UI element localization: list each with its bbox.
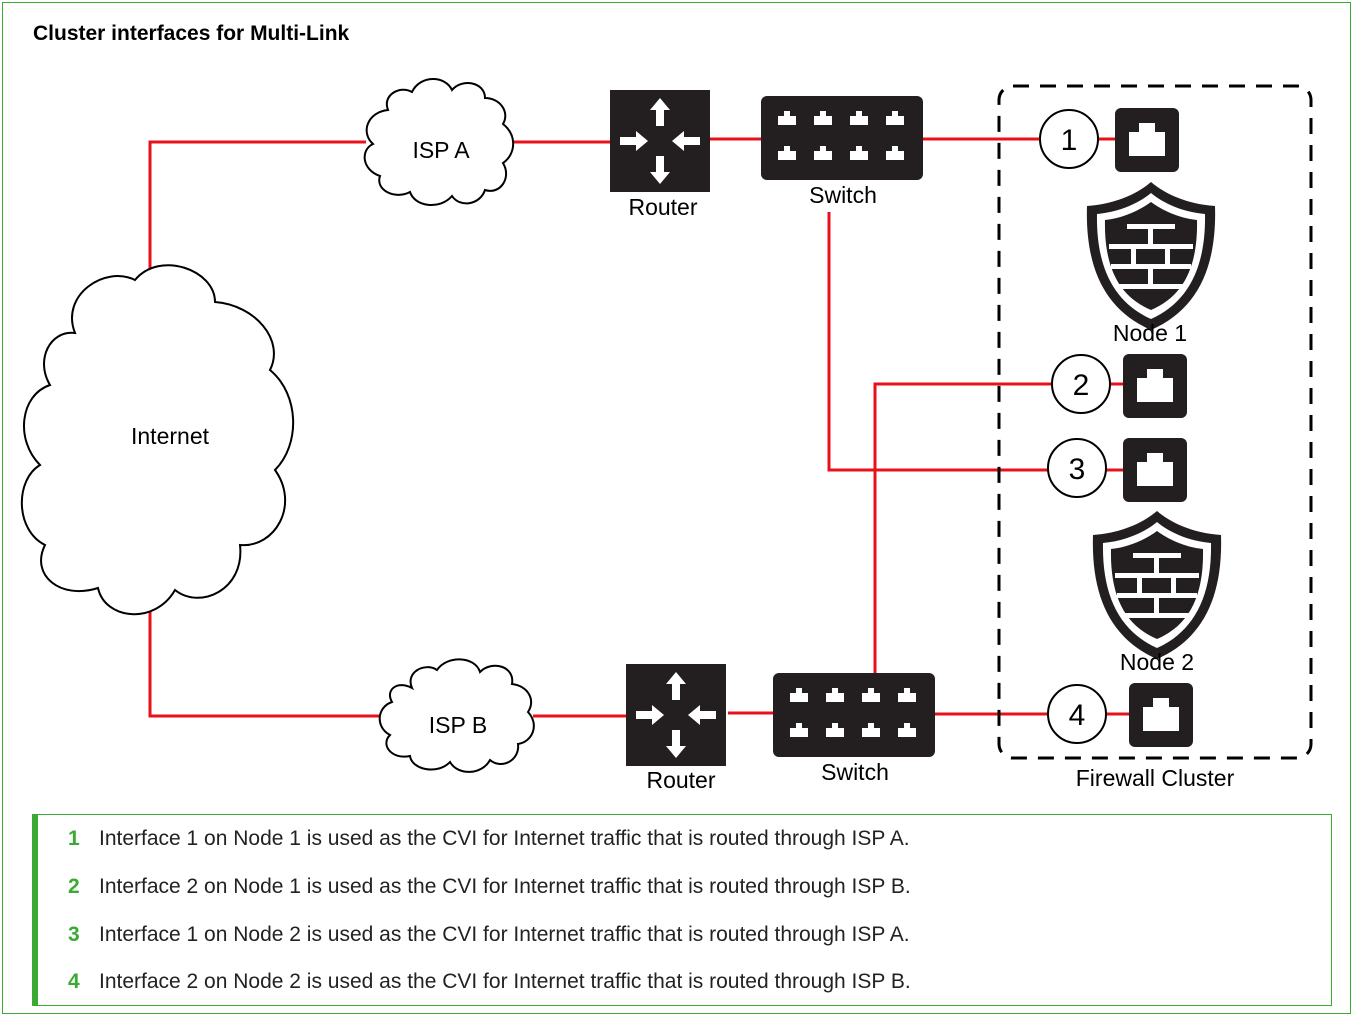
- interface-4-circle: [1047, 684, 1107, 744]
- legend-text: Interface 2 on Node 1 is used as the CVI…: [99, 875, 911, 898]
- firewall-cluster-label: Firewall Cluster: [1076, 765, 1235, 791]
- interface-3-circle: [1047, 438, 1107, 498]
- firewall-cluster-boundary: [997, 84, 1313, 760]
- ethernet-port-icon: [1123, 354, 1187, 418]
- isp-a-cloud-icon: [363, 78, 515, 206]
- legend-text: Interface 2 on Node 2 is used as the CVI…: [99, 970, 911, 993]
- isp-b-cloud-icon: [378, 658, 535, 773]
- internet-label: Internet: [131, 423, 210, 449]
- ethernet-port-icon: [1123, 438, 1187, 502]
- isp-a-label: ISP A: [412, 137, 470, 163]
- legend-number: 4: [68, 970, 80, 993]
- node-2-label: Node 2: [1120, 649, 1194, 675]
- ethernet-port-icon: [1129, 683, 1193, 747]
- router-icon: [626, 664, 726, 766]
- network-diagram: Internet ISP A ISP B Router Router Switc…: [20, 78, 1313, 793]
- switch-a-label: Switch: [809, 182, 877, 208]
- legend-item-3: 3 Interface 1 on Node 2 is used as the CV…: [68, 920, 910, 950]
- legend-number: 3: [68, 923, 80, 946]
- switch-icon: [761, 96, 923, 180]
- legend-box: 1 Interface 1 on Node 1 is used as the CV…: [32, 814, 1332, 1006]
- isp-b-label: ISP B: [429, 712, 487, 738]
- legend-text: Interface 1 on Node 1 is used as the CVI…: [99, 827, 910, 850]
- interface-2-number: 2: [1073, 369, 1090, 402]
- legend-item-1: 1 Interface 1 on Node 1 is used as the CV…: [68, 824, 910, 854]
- internet-cloud-icon: [20, 264, 295, 616]
- firewall-shield-icon: [1092, 511, 1222, 659]
- interface-2-circle: [1051, 354, 1111, 414]
- figure-title: Cluster interfaces for Multi-Link: [33, 22, 350, 45]
- switch-icon: [773, 673, 935, 757]
- node-1-label: Node 1: [1113, 320, 1187, 346]
- firewall-shield-icon: [1086, 182, 1216, 330]
- legend-number: 2: [68, 875, 80, 898]
- link-internet-isp-b: [148, 590, 388, 718]
- link-internet-isp-a: [148, 140, 366, 278]
- legend-number: 1: [68, 827, 80, 850]
- router-b-label: Router: [646, 767, 715, 793]
- legend-accent-bar: [33, 815, 38, 1005]
- links: [148, 137, 1130, 718]
- legend-item-2: 2 Interface 2 on Node 1 is used as the CV…: [68, 872, 911, 902]
- interface-4-number: 4: [1069, 699, 1086, 732]
- ethernet-port-icon: [1115, 108, 1179, 172]
- interface-3-number: 3: [1069, 453, 1086, 486]
- link-switch-top-if3: [827, 212, 1048, 472]
- legend-text: Interface 1 on Node 2 is used as the CVI…: [99, 923, 910, 946]
- link-switch-bottom-if2: [873, 382, 1052, 674]
- router-icon: [610, 90, 710, 192]
- router-a-label: Router: [628, 194, 697, 220]
- interface-1-number: 1: [1061, 124, 1078, 157]
- interface-1-circle: [1039, 109, 1099, 169]
- legend-item-4: 4 Interface 2 on Node 2 is used as the CV…: [68, 967, 911, 997]
- switch-b-label: Switch: [821, 759, 889, 785]
